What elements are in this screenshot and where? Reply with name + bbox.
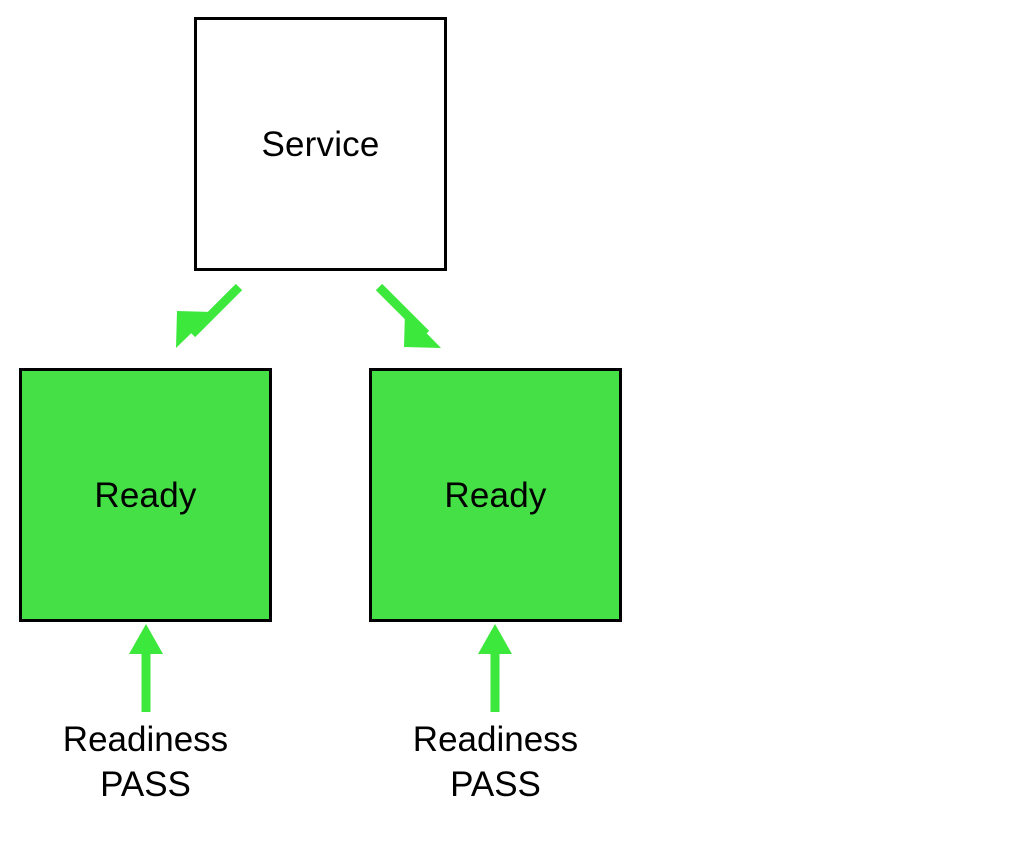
- ready-node-right-label: Ready: [444, 475, 547, 515]
- readiness-caption-left: Readiness PASS: [62, 720, 229, 804]
- arrow-head: [129, 624, 163, 654]
- arrow-head: [478, 624, 512, 654]
- ready-node-left[interactable]: Ready: [19, 368, 272, 622]
- arrow-readiness-left-to-ready-left: [129, 624, 163, 712]
- arrow-service-to-ready-right: [375, 283, 441, 348]
- ready-node-left-label: Ready: [94, 475, 197, 515]
- service-node[interactable]: Service: [194, 17, 447, 271]
- arrow-head: [404, 311, 441, 348]
- ready-node-right[interactable]: Ready: [369, 368, 622, 622]
- arrow-shaft: [375, 283, 430, 338]
- arrow-head: [176, 311, 213, 348]
- arrow-readiness-right-to-ready-right: [478, 624, 512, 712]
- readiness-caption-right: Readiness PASS: [412, 720, 579, 804]
- arrow-shaft: [188, 283, 243, 338]
- arrow-service-to-ready-left: [176, 283, 243, 348]
- service-node-label: Service: [261, 124, 380, 164]
